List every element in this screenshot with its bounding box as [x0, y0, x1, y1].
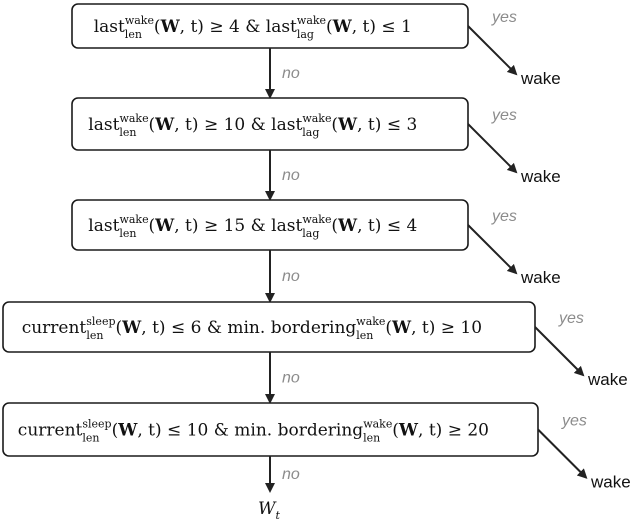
yes-arrow-4 [534, 326, 585, 377]
no-label-4: no [282, 370, 300, 387]
wake-outcome-1: wake [520, 69, 561, 88]
no-label-5: no [282, 466, 300, 483]
wake-outcome-5: wake [590, 473, 631, 492]
wake-outcome-2: wake [520, 167, 561, 186]
no-label-3: no [282, 268, 300, 285]
wake-outcome-3: wake [520, 268, 561, 287]
final-output: Wt [258, 499, 280, 522]
yes-arrow-3 [467, 224, 518, 275]
yes-arrow-2 [467, 123, 518, 174]
yes-label-5: yes [561, 413, 587, 430]
yes-label-4: yes [558, 310, 584, 327]
no-label-2: no [282, 167, 300, 184]
yes-label-3: yes [491, 208, 517, 225]
yes-label-1: yes [491, 9, 517, 26]
yes-arrow-5 [537, 428, 588, 479]
yes-arrow-1 [467, 25, 518, 76]
wake-outcome-4: wake [587, 370, 628, 389]
yes-label-2: yes [491, 107, 517, 124]
no-label-1: no [282, 65, 300, 82]
